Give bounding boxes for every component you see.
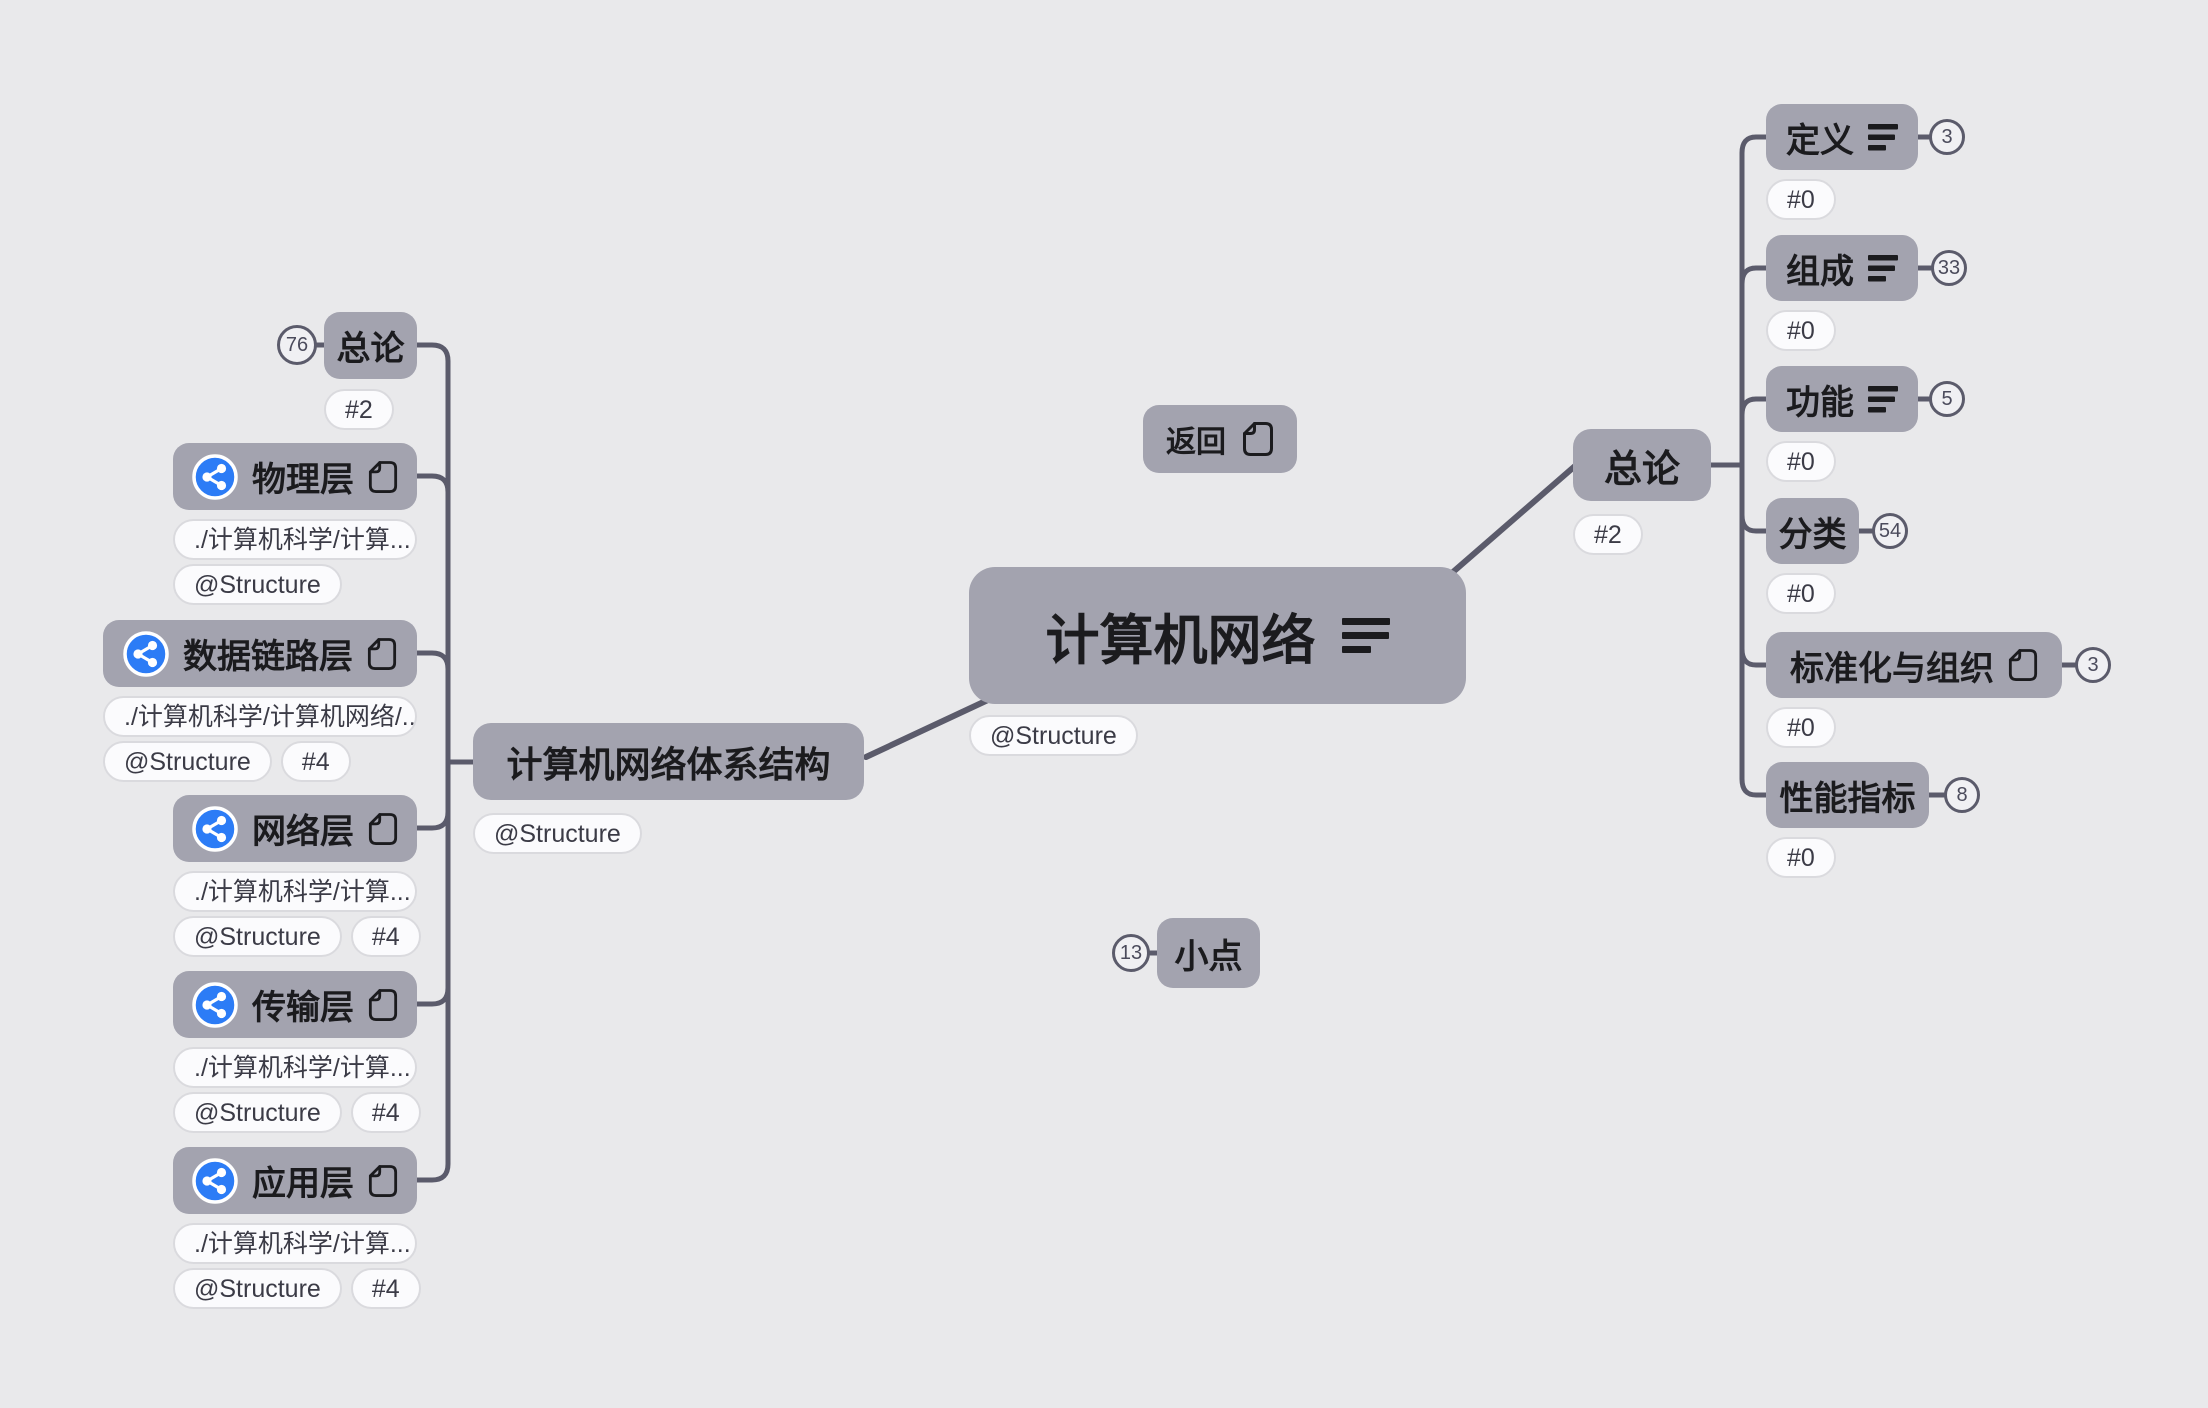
path-tag: ./计算机科学/计算... — [173, 519, 417, 560]
order-tag: #4 — [350, 1268, 421, 1309]
node-xingnengzhibiao[interactable]: 性能指标 — [1766, 762, 1929, 828]
node-zonglun-left[interactable]: 总论 — [324, 312, 417, 379]
order-tag: #4 — [350, 916, 421, 957]
path-tag: ./计算机科学/计算机网络/... — [103, 696, 417, 737]
path-tag: ./计算机科学/计算... — [173, 871, 417, 912]
structure-tag: @Structure — [173, 1268, 342, 1309]
copy-icon — [367, 637, 397, 671]
share-icon[interactable] — [192, 453, 238, 500]
right-child-biaozhunhua: 标准化与组织 #0 — [1766, 632, 2062, 748]
copy-icon — [368, 988, 398, 1022]
structure-tag: @Structure — [103, 741, 272, 782]
node-biaozhunhua[interactable]: 标准化与组织 — [1766, 632, 2062, 698]
structure-tag: @Structure — [173, 916, 342, 957]
count-badge[interactable]: 8 — [1944, 777, 1980, 813]
node-label: 标准化与组织 — [1790, 649, 1994, 688]
share-icon[interactable] — [192, 981, 238, 1028]
left-child-wangluoceng: 网络层 ./计算机科学/计算... @Structure #4 — [173, 795, 421, 957]
order-tag: #0 — [1766, 441, 1836, 482]
node-label: 应用层 — [252, 1165, 354, 1203]
copy-icon — [368, 460, 398, 494]
structure-tag: @Structure — [173, 564, 342, 605]
copy-icon — [368, 812, 398, 846]
count-badge[interactable]: 76 — [277, 325, 317, 365]
back-button-label: 返回 — [1166, 426, 1226, 459]
node-label: 分类 — [1778, 515, 1847, 554]
node-label: 功能 — [1786, 383, 1854, 422]
node-wangluoceng[interactable]: 网络层 — [173, 795, 417, 862]
center-root-group: 计算机网络 @Structure — [969, 567, 1466, 756]
list-icon — [1868, 123, 1898, 151]
node-dingyi[interactable]: 定义 — [1766, 104, 1918, 170]
node-shujulianluceng[interactable]: 数据链路层 — [103, 620, 417, 687]
right-branch-root-group: 总论 #2 — [1573, 429, 1711, 555]
structure-tag: @Structure — [473, 813, 642, 854]
count-badge[interactable]: 54 — [1872, 513, 1908, 549]
node-label: 传输层 — [252, 989, 354, 1027]
structure-tag: @Structure — [969, 715, 1138, 756]
right-child-fenlei: 分类 #0 — [1766, 498, 1859, 614]
node-label: 总论 — [1603, 448, 1680, 491]
order-tag: #4 — [280, 741, 351, 782]
node-gongneng[interactable]: 功能 — [1766, 366, 1918, 432]
left-child-zonglun: 总论 #2 — [324, 312, 417, 430]
node-label: 性能指标 — [1779, 779, 1916, 818]
right-child-dingyi: 定义 #0 — [1766, 104, 1918, 220]
structure-tag: @Structure — [173, 1092, 342, 1133]
left-child-wuliceng: 物理层 ./计算机科学/计算... @Structure — [173, 443, 417, 605]
node-zucheng[interactable]: 组成 — [1766, 235, 1918, 301]
floating-node[interactable]: 小点 — [1157, 918, 1260, 988]
center-root-node[interactable]: 计算机网络 — [969, 567, 1466, 704]
share-icon[interactable] — [192, 805, 238, 852]
left-child-chuanshuceng: 传输层 ./计算机科学/计算... @Structure #4 — [173, 971, 421, 1133]
node-label: 物理层 — [252, 461, 354, 499]
left-branch-root-label: 计算机网络体系结构 — [506, 743, 831, 785]
copy-icon — [368, 1164, 398, 1198]
left-branch-root-node[interactable]: 计算机网络体系结构 — [473, 723, 864, 800]
order-tag: #0 — [1766, 310, 1836, 351]
node-yingyongceng[interactable]: 应用层 — [173, 1147, 417, 1214]
node-label: 网络层 — [252, 813, 354, 851]
order-tag: #0 — [1766, 837, 1836, 878]
node-fenlei[interactable]: 分类 — [1766, 498, 1859, 564]
count-badge[interactable]: 5 — [1929, 381, 1965, 417]
node-label: 数据链路层 — [183, 638, 353, 676]
share-icon[interactable] — [192, 1157, 238, 1204]
path-tag: ./计算机科学/计算... — [173, 1223, 417, 1264]
share-icon[interactable] — [123, 630, 169, 677]
order-tag: #0 — [1766, 179, 1836, 220]
back-button[interactable]: 返回 — [1143, 405, 1297, 473]
left-child-yingyongceng: 应用层 ./计算机科学/计算... @Structure #4 — [173, 1147, 421, 1309]
copy-icon — [1242, 421, 1274, 457]
node-label: 定义 — [1786, 121, 1854, 160]
list-icon — [1341, 618, 1390, 653]
order-tag: #0 — [1766, 573, 1836, 614]
right-child-gongneng: 功能 #0 — [1766, 366, 1918, 482]
order-tag: #2 — [324, 389, 394, 430]
path-tag: ./计算机科学/计算... — [173, 1047, 417, 1088]
left-child-shujulianluceng: 数据链路层 ./计算机科学/计算机网络/... @Structure #4 — [103, 620, 417, 782]
count-badge[interactable]: 33 — [1931, 250, 1967, 286]
count-badge[interactable]: 3 — [1929, 119, 1965, 155]
list-icon — [1868, 254, 1898, 282]
order-tag: #0 — [1766, 707, 1836, 748]
node-chuanshuceng[interactable]: 传输层 — [173, 971, 417, 1038]
right-branch-root-node[interactable]: 总论 — [1573, 429, 1711, 501]
left-branch-root-group: 计算机网络体系结构 @Structure — [473, 723, 864, 854]
list-icon — [1868, 385, 1898, 413]
floating-node-label: 小点 — [1174, 937, 1243, 976]
count-badge[interactable]: 3 — [2075, 647, 2111, 683]
count-badge[interactable]: 13 — [1112, 934, 1150, 972]
order-tag: #2 — [1573, 514, 1643, 555]
order-tag: #4 — [350, 1092, 421, 1133]
node-label: 总论 — [336, 330, 405, 368]
right-child-xingnengzhibiao: 性能指标 #0 — [1766, 762, 1929, 878]
center-root-label: 计算机网络 — [1045, 611, 1316, 671]
copy-icon — [2008, 648, 2038, 682]
node-label: 组成 — [1786, 252, 1854, 291]
node-wuliceng[interactable]: 物理层 — [173, 443, 417, 510]
right-child-zucheng: 组成 #0 — [1766, 235, 1918, 351]
